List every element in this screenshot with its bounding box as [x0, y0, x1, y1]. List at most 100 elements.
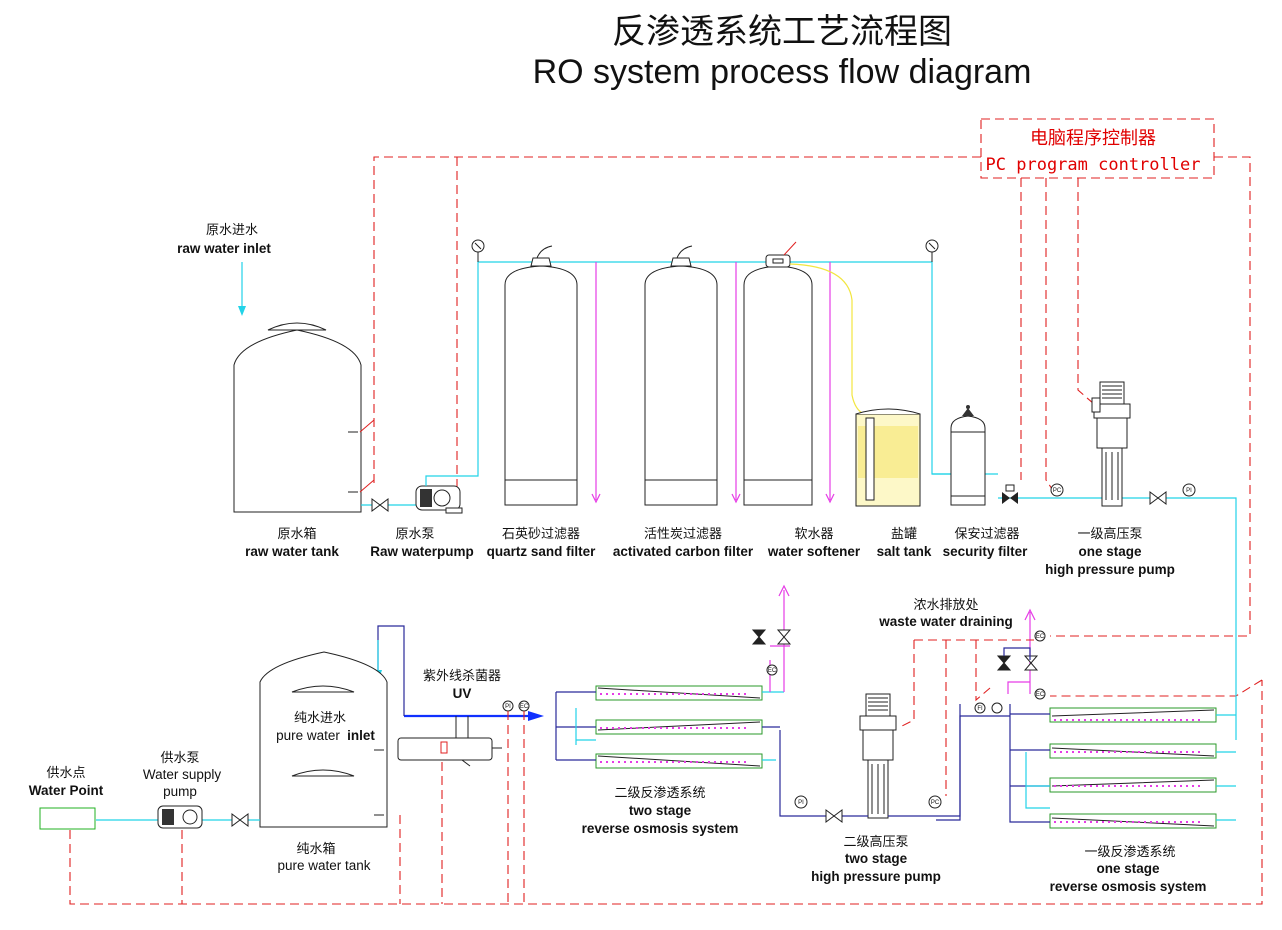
feed-to-ro-pipe [998, 497, 1237, 740]
pure-water-tank [259, 651, 388, 828]
inlet-en: raw water inlet [177, 241, 271, 256]
waste-drain-line [1007, 612, 1031, 694]
hp-pump-label-en2: high pressure pump [1045, 562, 1175, 577]
title-en: RO system process flow diagram [533, 53, 1032, 91]
drain-arrow-icon [825, 493, 835, 504]
two-stage-ro-en: two stage [629, 803, 692, 818]
sensor-icon [991, 702, 1003, 714]
pressure-controller-icon: PC [928, 795, 942, 809]
valve-icon [825, 809, 843, 823]
flow-indicator-icon: FI [974, 702, 986, 714]
pure-inlet-en-b: inlet [347, 728, 375, 743]
inlet-arrow-icon [238, 306, 246, 316]
valve-icon [231, 813, 249, 827]
raw-tank-label-en: raw water tank [245, 544, 339, 559]
two-stage-high-pressure-pump [859, 693, 897, 819]
water-supply-pump [157, 805, 203, 829]
carbon-label-en: activated carbon filter [613, 544, 754, 559]
softener-label-en: water softener [767, 544, 861, 559]
svg-text:PI: PI [1186, 488, 1192, 494]
one-stage-ro-en: one stage [1096, 861, 1160, 876]
drain-arrow-icon [731, 493, 741, 504]
pure-tank-en: pure water tank [277, 858, 370, 873]
controller-en: PC program controller [986, 155, 1201, 175]
two-stage-feed-pipe [779, 715, 1010, 817]
pressure-controller-icon: PC [1050, 483, 1064, 497]
quartz-label-cn: 石英砂过滤器 [502, 527, 580, 542]
svg-text:PC: PC [931, 800, 940, 806]
pure-inlet-en-a: pure water [276, 728, 340, 743]
drain-arrow-icon [1024, 608, 1036, 621]
svg-text:EC: EC [520, 704, 529, 710]
security-label-cn: 保安过滤器 [954, 527, 1019, 542]
raw-tank-label-cn: 原水箱 [277, 526, 316, 542]
conductivity-meter-icon: EC [1034, 688, 1046, 700]
svg-text:PI: PI [798, 800, 804, 806]
waste-valve-pipe [1003, 647, 1031, 660]
two-stage-permeate-pipe [575, 691, 784, 761]
two-stage-pump-en: two stage [845, 851, 908, 866]
raw-water-tank [233, 322, 375, 513]
two-stage-pump-cn: 二级高压泵 [843, 834, 908, 850]
one-stage-permeate-pipe [936, 704, 1050, 823]
control-lines-bottom [69, 639, 1263, 905]
hp-pump-label-en: one stage [1078, 544, 1142, 559]
flow-indicator-icon: PI [502, 700, 514, 712]
one-stage-high-pressure-pump [1091, 381, 1131, 507]
pressure-indicator-icon: PI [1182, 483, 1196, 497]
svg-text:EC: EC [768, 668, 777, 674]
drain-arrow-icon [591, 493, 601, 504]
pressure-gauge-icon [925, 239, 939, 262]
two-stage-pump-en2: high pressure pump [811, 869, 941, 884]
raw-pump-label-en: Raw waterpump [370, 544, 474, 559]
drain-arrow-icon [778, 584, 790, 597]
uv-sterilizer [397, 716, 502, 767]
softener-label-cn: 软水器 [794, 527, 833, 542]
supply-pump-cn: 供水泵 [160, 751, 199, 766]
water-point-en: Water Point [29, 783, 104, 798]
two-stage-ro-en2: reverse osmosis system [582, 821, 739, 836]
waste-label-en: waste water draining [878, 614, 1013, 629]
svg-text:PI: PI [505, 704, 511, 710]
valve-icon [996, 655, 1039, 671]
pure-inlet-cn: 纯水进水 [294, 711, 346, 726]
svg-text:FI: FI [977, 706, 983, 712]
control-lines-top [373, 156, 1263, 697]
quartz-label-en: quartz sand filter [487, 544, 597, 559]
svg-text:EC: EC [1036, 634, 1045, 640]
water-softener [743, 241, 813, 506]
supply-pump-en2: pump [163, 784, 197, 799]
svg-text:PC: PC [1053, 488, 1062, 494]
controller-box [980, 118, 1215, 179]
controller-cn: 电脑程序控制器 [1030, 128, 1156, 149]
conductivity-meter-icon: EC [1034, 630, 1046, 642]
two-stage-ro-membranes [595, 685, 763, 769]
quartz-sand-filter [504, 245, 578, 506]
two-stage-ro-cn: 二级反渗透系统 [614, 786, 705, 801]
hp-pump-label-cn: 一级高压泵 [1077, 526, 1142, 542]
security-filter [950, 405, 986, 506]
one-stage-feed-pipe [1025, 714, 1236, 821]
one-stage-ro-en2: reverse osmosis system [1050, 879, 1207, 894]
one-stage-ro-cn: 一级反渗透系统 [1084, 845, 1175, 860]
svg-text:EC: EC [1036, 692, 1045, 698]
security-label-en: security filter [943, 544, 1029, 559]
pressure-gauge-icon [471, 239, 485, 262]
water-point-box [39, 807, 96, 830]
pressure-indicator-icon: PI [794, 795, 808, 809]
salt-label-en: salt tank [877, 544, 932, 559]
conductivity-meter-icon: EC [766, 664, 778, 676]
conductivity-meter-icon: EC [518, 700, 530, 712]
flow-arrow-icon [528, 711, 544, 721]
uv-label-cn: 紫外线杀菌器 [423, 669, 501, 684]
valve-icon [1149, 491, 1167, 505]
valve-icon [371, 498, 389, 512]
title-cn: 反渗透系统工艺流程图 [612, 12, 952, 52]
water-point-cn: 供水点 [46, 766, 85, 781]
supply-pump-en: Water supply [143, 767, 222, 782]
raw-water-pump [415, 485, 463, 514]
salt-tank [855, 408, 921, 507]
brine-line [789, 263, 865, 415]
raw-pump-label-cn: 原水泵 [395, 527, 434, 542]
inlet-cn: 原水进水 [206, 223, 258, 238]
